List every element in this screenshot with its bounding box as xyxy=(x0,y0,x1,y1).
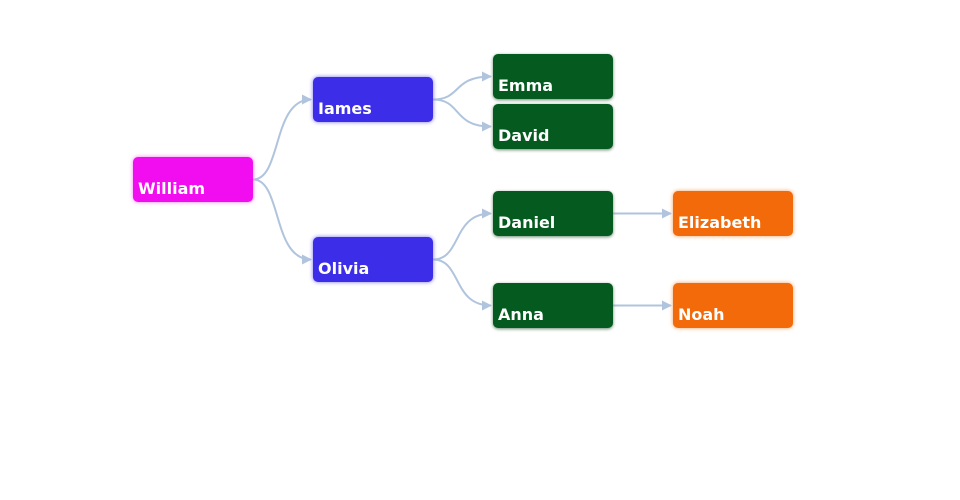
edge-william-james xyxy=(252,94,312,181)
node-elizabeth[interactable]: Elizabeth xyxy=(673,191,793,236)
node-noah[interactable]: Noah xyxy=(673,283,793,328)
edge-james-david xyxy=(432,98,492,132)
node-daniel[interactable]: Daniel xyxy=(493,191,613,236)
node-olivia[interactable]: Olivia xyxy=(313,237,433,282)
node-william[interactable]: William xyxy=(133,157,253,202)
node-david[interactable]: David xyxy=(493,104,613,149)
node-label: William xyxy=(138,179,206,198)
node-james[interactable]: Iames xyxy=(313,77,433,122)
node-label: David xyxy=(498,126,550,145)
edge-olivia-anna xyxy=(432,258,492,311)
node-emma[interactable]: Emma xyxy=(493,54,613,99)
node-label: Noah xyxy=(678,305,725,324)
edge-james-emma xyxy=(432,71,492,101)
node-label: Elizabeth xyxy=(678,213,762,232)
node-label: Emma xyxy=(498,76,554,95)
edge-olivia-daniel xyxy=(432,208,492,261)
node-label: Olivia xyxy=(318,259,370,278)
edge-william-olivia xyxy=(252,178,312,265)
node-label: Iames xyxy=(318,99,372,118)
node-anna[interactable]: Anna xyxy=(493,283,613,328)
node-label: Daniel xyxy=(498,213,556,232)
node-label: Anna xyxy=(498,305,544,324)
